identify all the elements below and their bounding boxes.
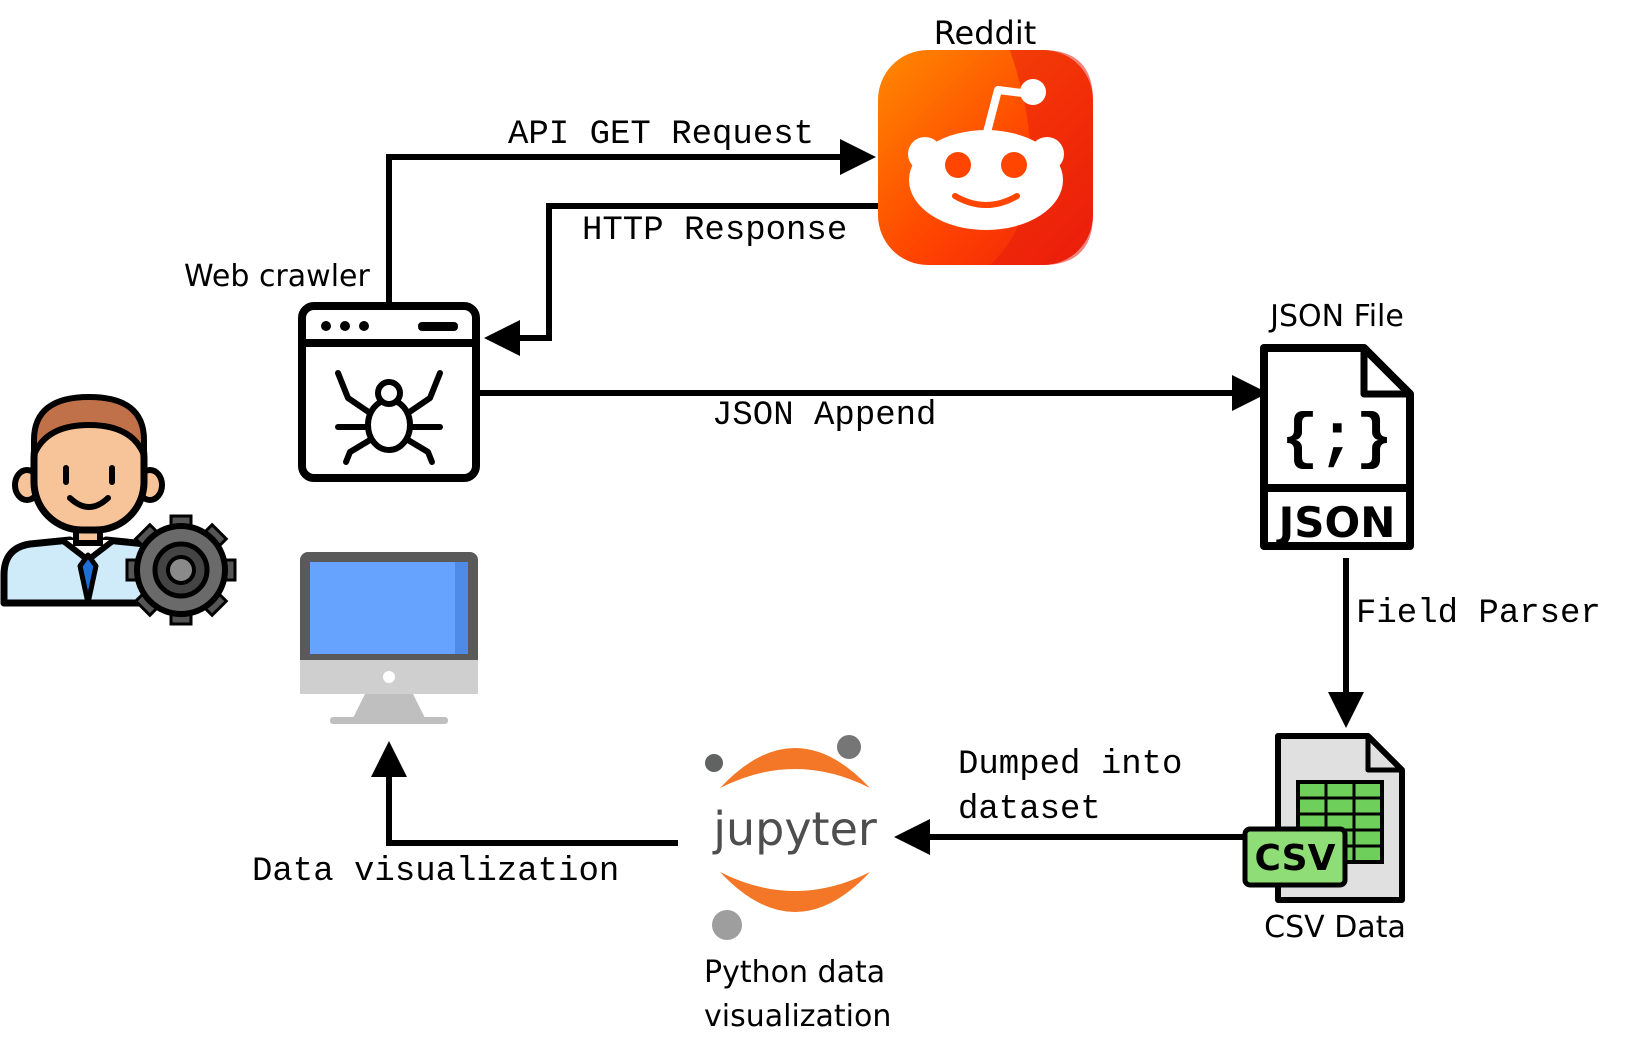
csv-data-node: CSV CSV Data (1242, 733, 1406, 945)
json-file-label: JSON File (1268, 299, 1404, 334)
reddit-icon (878, 50, 1093, 265)
label-data-visualization: Data visualization (252, 853, 619, 891)
jupyter-label-line1: Python data (704, 955, 885, 990)
reddit-node: Reddit (878, 14, 1093, 265)
json-glyph: {;} (1281, 404, 1393, 475)
web-crawler-label: Web crawler (184, 259, 370, 294)
label-dataset: dataset (958, 791, 1101, 829)
edge-api-get-request (386, 139, 876, 302)
spider-browser-icon (298, 302, 480, 482)
label-api-get-request: API GET Request (508, 116, 814, 154)
connectors (371, 139, 1364, 855)
web-crawler-node: Web crawler (184, 259, 480, 482)
json-file-icon: {;} JSON (1260, 344, 1414, 550)
spider-icon (335, 370, 443, 465)
label-http-response: HTTP Response (582, 212, 847, 250)
gear-icon (125, 514, 237, 626)
csv-data-label: CSV Data (1264, 910, 1406, 945)
csv-file-icon: CSV (1242, 733, 1405, 903)
jupyter-icon: jupyter (705, 735, 877, 940)
jupyter-node: jupyter Python data visualization (704, 735, 891, 1034)
reddit-label: Reddit (934, 14, 1037, 52)
jupyter-label-line2: visualization (704, 999, 891, 1034)
jupyter-wordmark: jupyter (712, 802, 877, 856)
edge-data-visualization (371, 741, 678, 846)
csv-badge: CSV (1255, 838, 1336, 879)
label-field-parser: Field Parser (1356, 595, 1601, 633)
engineer-avatar-icon (0, 394, 237, 626)
monitor-icon (300, 552, 478, 724)
label-dumped-into: Dumped into (958, 746, 1182, 784)
json-badge: JSON (1276, 498, 1396, 547)
json-file-node: JSON File {;} JSON (1260, 299, 1414, 550)
edge-http-response (484, 203, 880, 356)
label-json-append: JSON Append (712, 397, 936, 435)
